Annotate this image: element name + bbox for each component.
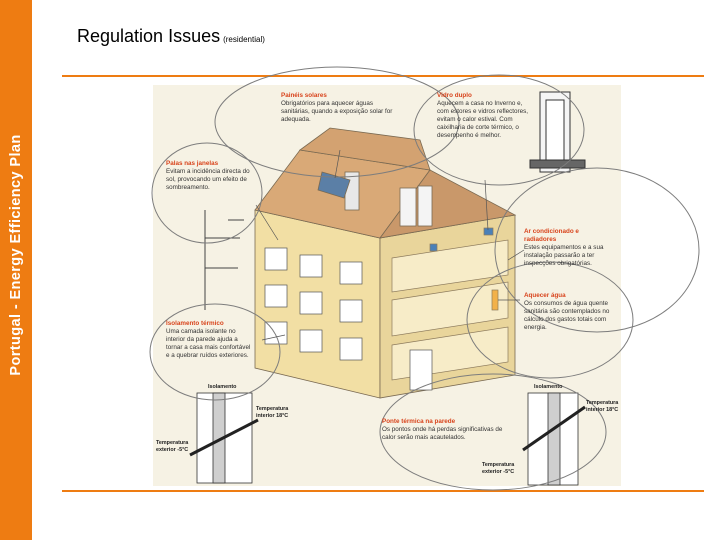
vent-stack-2	[418, 186, 432, 226]
double-glass-detail	[530, 92, 585, 172]
wall-left-inner-temp: Temperatura interior 18°C	[256, 406, 300, 420]
wall-left-title: Isolamento	[208, 384, 236, 391]
ac-unit-1	[430, 244, 437, 251]
vent-stack-1	[400, 188, 416, 226]
water-heater	[492, 290, 498, 310]
sunshade-detail	[205, 210, 244, 310]
wall-right-inner-temp: Temperatura interior 18°C	[586, 400, 626, 414]
ac-unit-2	[484, 228, 493, 235]
chimney	[345, 172, 359, 210]
wall-left-outer-temp: Temperatura exterior -5°C	[156, 440, 196, 454]
wall-right-title: Isolamento	[534, 384, 562, 391]
wall-section-left	[190, 393, 258, 483]
wall-right-outer-temp: Temperatura exterior -5°C	[482, 462, 524, 476]
